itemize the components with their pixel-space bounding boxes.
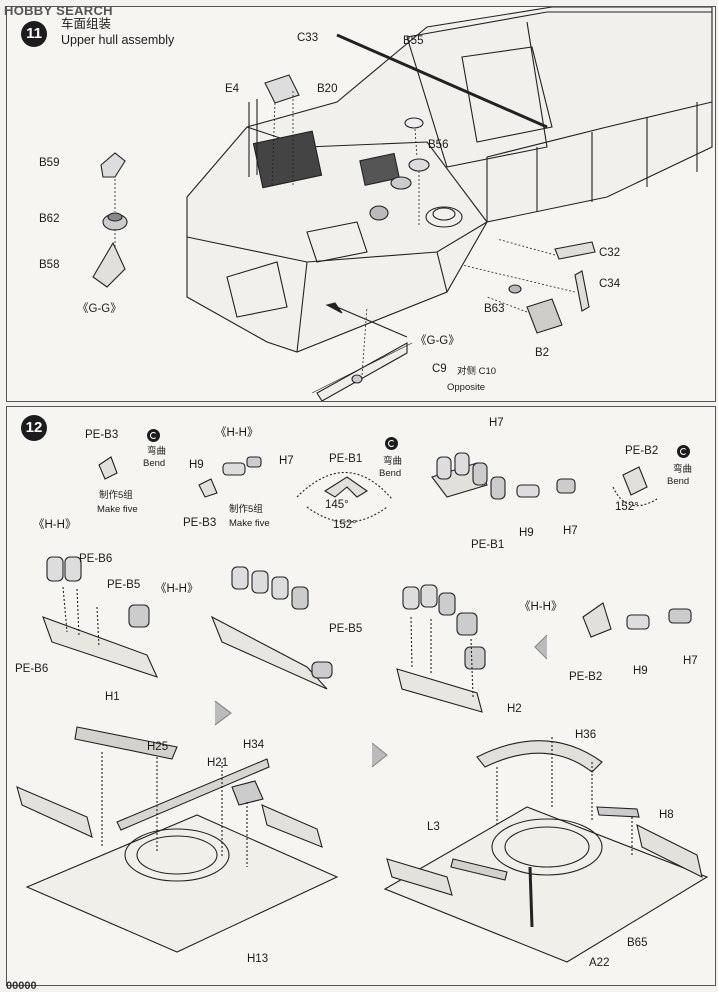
make-five-en-2: Make five <box>229 518 270 529</box>
part-label-pe-b6-a: PE-B6 <box>79 553 113 565</box>
part-label-h7-top: H7 <box>279 455 294 467</box>
make-five-en-1: Make five <box>97 504 138 515</box>
part-label-h36: H36 <box>575 729 597 741</box>
step-11-title-cn: 车面组装 <box>61 17 112 31</box>
part-label-a22: A22 <box>589 957 610 969</box>
step-11-panel: 11 车面组装 Upper hull assembly <box>6 6 716 402</box>
part-label-h1: H1 <box>105 691 120 703</box>
make-five-cn-1: 制作5组 <box>99 490 133 501</box>
part-label-b58: B58 <box>39 259 60 271</box>
bend-label-cn-2: 弯曲 <box>383 456 403 467</box>
part-label-pe-b1-top: PE-B1 <box>329 453 363 465</box>
part-label-b56: B56 <box>428 139 449 151</box>
suspension-assembly-drawing <box>16 452 709 963</box>
step-12-panel: 12 <box>6 406 716 986</box>
bend-label-en-3: Bend <box>667 476 690 487</box>
part-label-h8: H8 <box>659 809 674 821</box>
part-label-c33: C33 <box>297 32 319 44</box>
make-five-cn-2: 制作5组 <box>229 504 263 515</box>
part-label-b65: B65 <box>627 937 648 949</box>
page-number: 00000 <box>6 980 37 992</box>
part-label-h7-right: H7 <box>683 655 698 667</box>
part-label-c32: C32 <box>599 247 621 259</box>
part-label-h21: H21 <box>207 757 229 769</box>
part-label-h34: H34 <box>243 739 265 751</box>
label-gg-left: 《G-G》 <box>77 303 122 315</box>
bend-icon <box>677 445 690 458</box>
part-label-e4: E4 <box>225 83 240 95</box>
bend-icon <box>385 437 398 450</box>
angle-label-152-b: 152° <box>615 501 639 513</box>
label-hh-right: 《H-H》 <box>519 601 563 613</box>
watermark-logo: HOBBY SEARCH <box>4 3 113 18</box>
part-label-pe-b2-mid: PE-B2 <box>569 671 603 683</box>
label-gg-center: 《G-G》 <box>415 335 460 347</box>
bend-label-en-1: Bend <box>143 458 166 469</box>
part-label-pe-b5-a: PE-B5 <box>107 579 141 591</box>
bend-label-en-2: Bend <box>379 468 402 479</box>
part-label-c34: C34 <box>599 278 621 290</box>
part-label-pe-b6-b: PE-B6 <box>15 663 49 675</box>
part-label-h9-mid: H9 <box>519 527 534 539</box>
upper-hull-drawing <box>92 7 713 401</box>
step-11-title-en: Upper hull assembly <box>61 33 175 47</box>
part-label-c9: C9 <box>432 363 447 375</box>
label-hh-top: 《H-H》 <box>215 427 259 439</box>
part-label-b55: B55 <box>403 35 424 47</box>
angle-label-145: 145° <box>325 499 349 511</box>
part-label-pe-b3-bottom: PE-B3 <box>183 517 217 529</box>
part-label-l3: L3 <box>427 821 440 833</box>
part-label-pe-b2-top: PE-B2 <box>625 445 659 457</box>
part-label-c10: 对侧 C10 <box>457 366 497 377</box>
bend-label-cn-1: 弯曲 <box>147 446 167 457</box>
angle-label-152-a: 152° <box>333 519 357 531</box>
label-hh-left2: 《H-H》 <box>155 583 199 595</box>
part-label-h7-mid: H7 <box>563 525 578 537</box>
part-label-pe-b1-mid: PE-B1 <box>471 539 505 551</box>
part-label-b20: B20 <box>317 83 338 95</box>
step-11-number: 11 <box>21 21 47 47</box>
label-opposite: Opposite <box>447 382 486 393</box>
part-label-b59: B59 <box>39 157 60 169</box>
bend-label-cn-3: 弯曲 <box>673 464 693 475</box>
step-12-number: 12 <box>21 415 47 441</box>
part-label-h25: H25 <box>147 741 169 753</box>
bend-icon <box>147 429 160 442</box>
part-label-h9-top: H9 <box>189 459 204 471</box>
part-label-b63: B63 <box>484 303 505 315</box>
label-hh-left: 《H-H》 <box>33 519 77 531</box>
part-label-pe-b5-b: PE-B5 <box>329 623 363 635</box>
part-label-pe-b3-top: PE-B3 <box>85 429 119 441</box>
part-label-h9-right: H9 <box>633 665 648 677</box>
part-label-h2: H2 <box>507 703 522 715</box>
part-label-b62: B62 <box>39 213 60 225</box>
part-label-h7-group: H7 <box>489 417 504 429</box>
part-label-h13: H13 <box>247 953 269 965</box>
part-label-b2: B2 <box>535 347 550 359</box>
